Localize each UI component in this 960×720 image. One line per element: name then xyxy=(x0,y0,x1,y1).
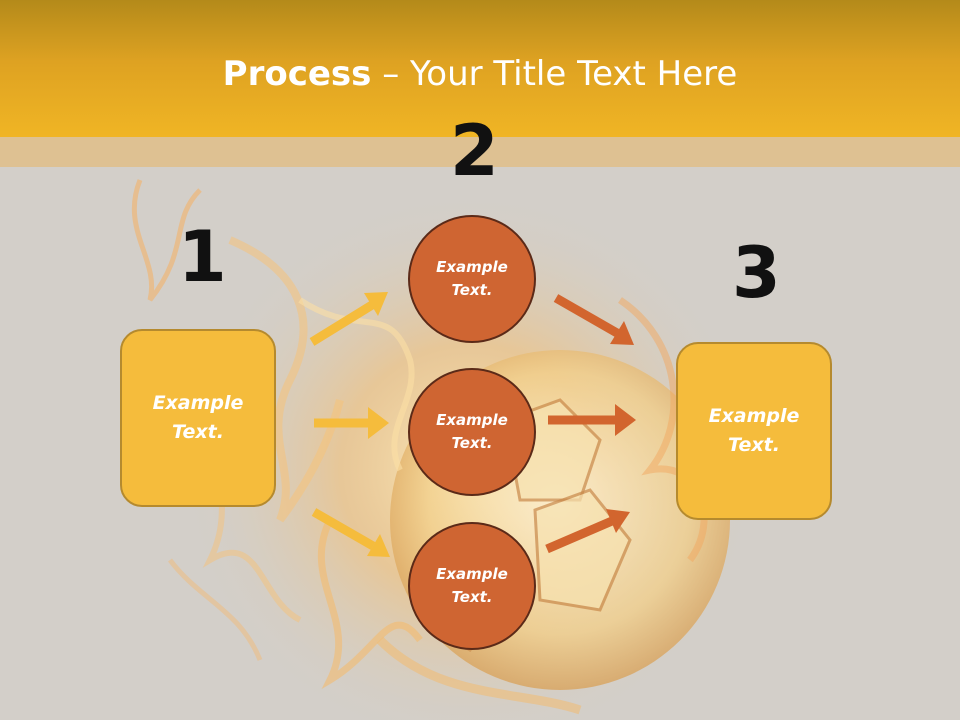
step-number-1: 1 xyxy=(178,216,227,298)
circle-label-3: Example Text. xyxy=(436,565,508,606)
title-bar xyxy=(0,0,960,137)
arrow-box-to-circle-2 xyxy=(314,407,389,439)
arrow-circle-2-to-box xyxy=(548,404,636,436)
title-bold: Process xyxy=(222,54,372,94)
title-separator: – xyxy=(371,54,411,94)
middle-step-circle-3: Example Text. xyxy=(408,522,536,650)
left-step-label: Example Text. xyxy=(152,392,244,443)
arrow-box-to-circle-1 xyxy=(309,292,388,346)
arrow-circle-3-to-box xyxy=(545,509,630,554)
right-step-label: Example Text. xyxy=(708,405,800,456)
arrow-box-to-circle-3 xyxy=(311,508,390,557)
step-number-2: 2 xyxy=(450,110,499,192)
slide-title: Process – Your Title Text Here xyxy=(0,52,960,96)
arrow-circle-1-to-box xyxy=(553,294,634,345)
title-text: Your Title Text Here xyxy=(410,54,738,94)
title-bar-band xyxy=(0,137,960,167)
step-number-3: 3 xyxy=(732,232,781,314)
right-step-box: Example Text. xyxy=(676,342,832,520)
circle-label-2: Example Text. xyxy=(436,411,508,452)
middle-step-circle-2: Example Text. xyxy=(408,368,536,496)
middle-step-circle-1: Example Text. xyxy=(408,215,536,343)
circle-label-1: Example Text. xyxy=(436,258,508,299)
left-step-box: Example Text. xyxy=(120,329,276,507)
